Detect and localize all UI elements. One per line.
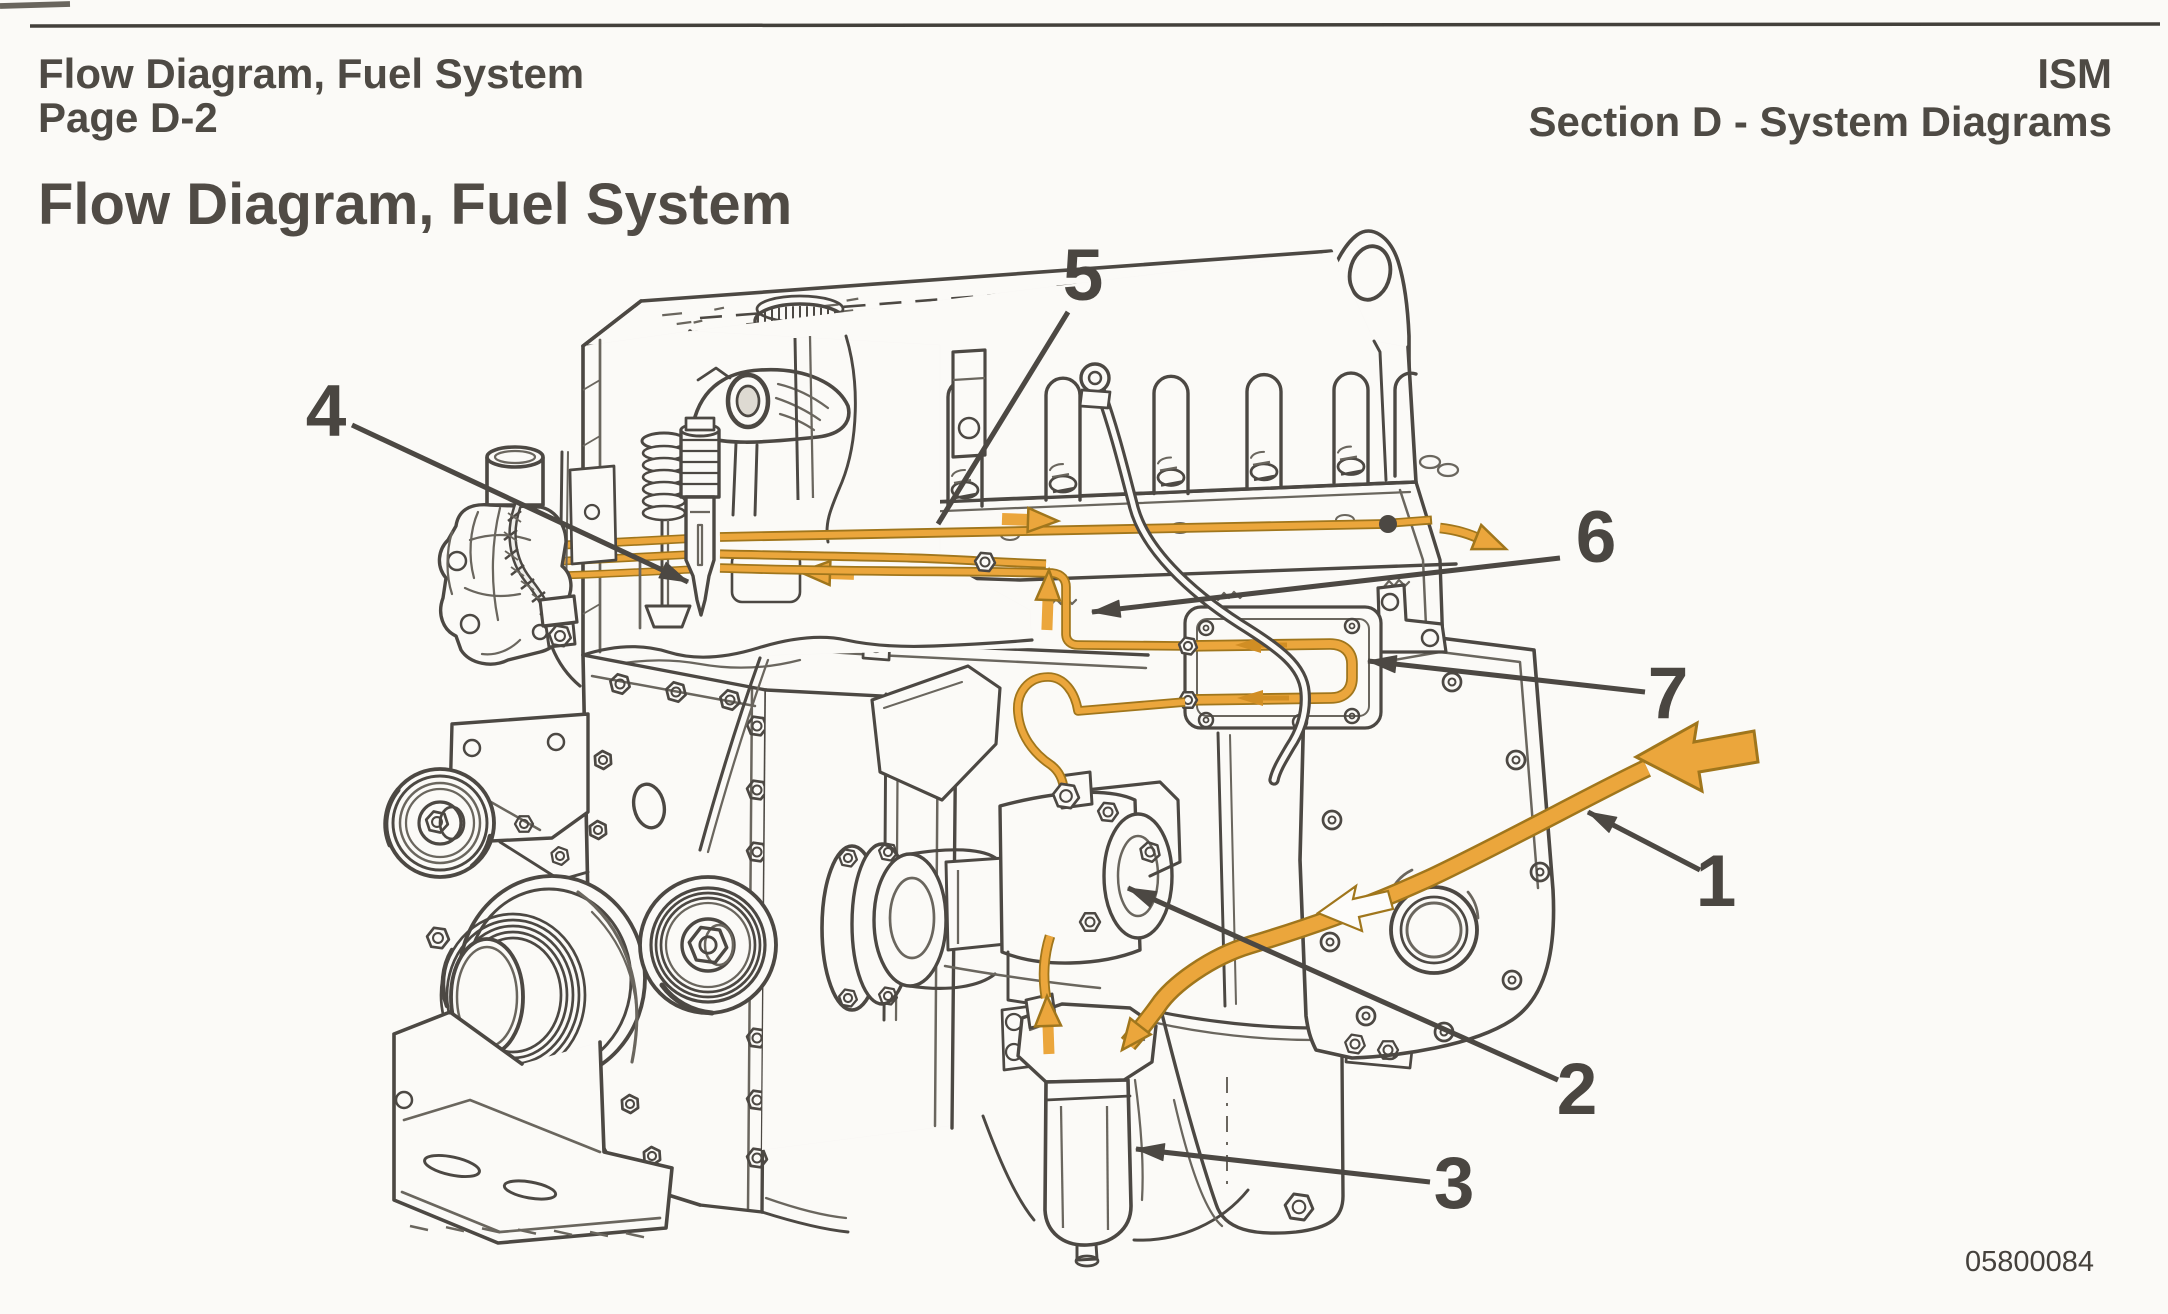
svg-text:Page D-2: Page D-2 [38,94,218,141]
svg-text:5: 5 [1063,235,1104,316]
svg-text:3: 3 [1434,1143,1475,1224]
svg-text:Section D - System Diagrams: Section D - System Diagrams [1528,98,2112,145]
svg-text:2: 2 [1557,1049,1598,1130]
svg-text:Flow Diagram, Fuel System: Flow Diagram, Fuel System [38,172,792,237]
svg-text:1: 1 [1696,841,1737,922]
svg-text:05800084: 05800084 [1965,1246,2094,1278]
svg-text:Flow Diagram, Fuel System: Flow Diagram, Fuel System [38,50,584,97]
svg-text:ISM: ISM [2037,50,2112,97]
svg-text:4: 4 [306,371,347,452]
svg-text:6: 6 [1576,497,1617,578]
svg-text:7: 7 [1648,653,1689,734]
